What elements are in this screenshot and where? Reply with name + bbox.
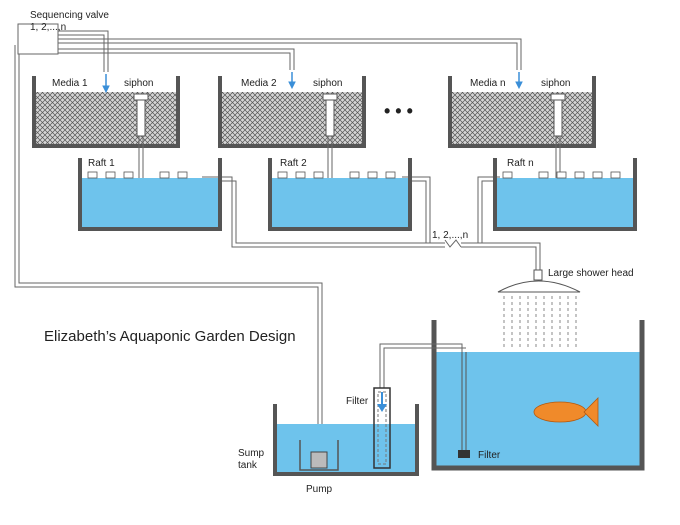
raft-tank-2: Raft 2 bbox=[268, 158, 412, 231]
sump-label-line2: tank bbox=[238, 460, 258, 471]
valve-sequence: 1, 2,...,n bbox=[30, 22, 66, 33]
fish-tank-filter-label: Filter bbox=[478, 450, 501, 461]
overflow-pipe bbox=[379, 343, 466, 388]
raft-tank-n: Raft n bbox=[493, 158, 637, 231]
shower-head: Large shower head bbox=[497, 268, 634, 350]
media-bed-n: Media n siphon bbox=[448, 76, 596, 183]
inflow-arrows bbox=[102, 72, 523, 94]
sump-filter bbox=[373, 387, 391, 469]
raft-label: Raft 1 bbox=[88, 158, 115, 169]
siphon-label: siphon bbox=[541, 78, 570, 89]
siphon-label: siphon bbox=[313, 78, 342, 89]
raft-tank-1: Raft 1 bbox=[78, 158, 222, 231]
media-label: Media 2 bbox=[241, 78, 277, 89]
media-label: Media n bbox=[470, 78, 506, 89]
diagram-title: Elizabeth’s Aquaponic Garden Design bbox=[44, 328, 296, 345]
media-bed-2: Media 2 siphon bbox=[218, 76, 366, 183]
supply-pipes bbox=[14, 30, 522, 455]
sump-label-line1: Sump bbox=[238, 448, 265, 459]
media-label: Media 1 bbox=[52, 78, 88, 89]
sump-tank: Filter Sump tank Pump bbox=[238, 387, 419, 495]
raft-label: Raft n bbox=[507, 158, 534, 169]
media-bed-1: Media 1 siphon bbox=[32, 76, 180, 183]
fish-icon bbox=[533, 397, 599, 427]
shower-head-label: Large shower head bbox=[548, 268, 634, 279]
raft-label: Raft 2 bbox=[280, 158, 307, 169]
fish-tank: Filter bbox=[431, 320, 645, 471]
ellipsis: • • • bbox=[384, 101, 413, 121]
return-sequence: 1, 2,...,n bbox=[432, 230, 468, 241]
pump-label: Pump bbox=[306, 484, 333, 495]
valve-label: Sequencing valve bbox=[30, 10, 109, 21]
sump-filter-label: Filter bbox=[346, 396, 369, 407]
sequencing-valve bbox=[17, 23, 59, 55]
siphon-label: siphon bbox=[124, 78, 153, 89]
pump-icon bbox=[310, 451, 328, 469]
fish-tank-filter bbox=[458, 450, 470, 458]
